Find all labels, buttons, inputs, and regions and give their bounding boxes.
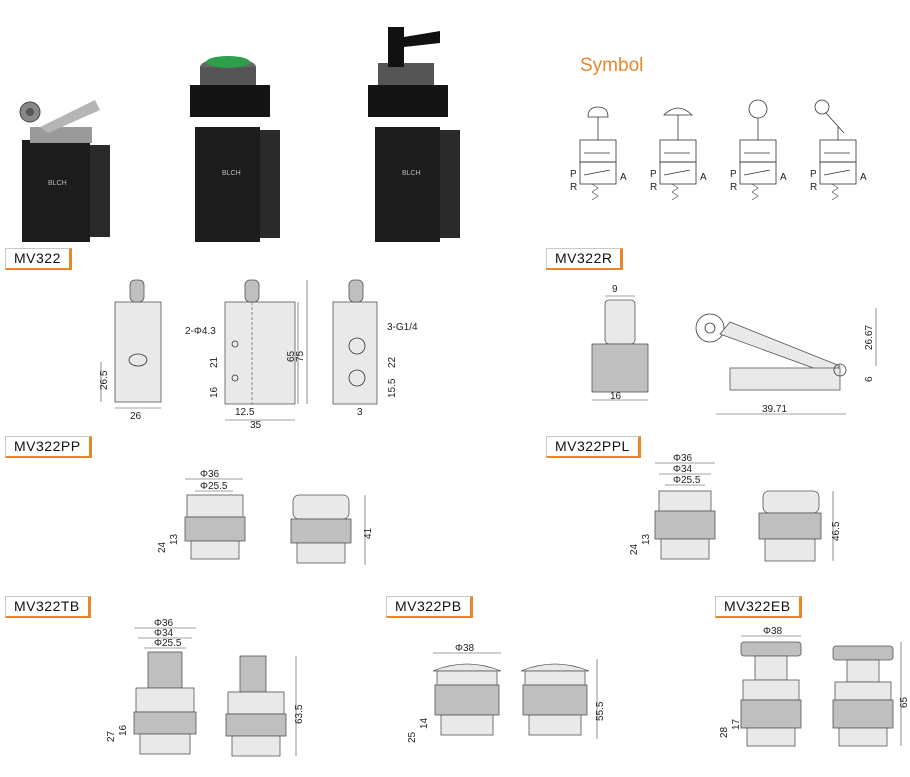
mv322tb-drawing: Φ36 Φ34 Φ25.5 27 16 63.5 [106, 618, 305, 757]
product-photos: BLCH BLCH BLCH [19, 27, 460, 242]
svg-text:R: R [570, 182, 577, 193]
svg-text:P: P [730, 169, 737, 180]
svg-text:A: A [860, 172, 867, 183]
svg-text:28: 28 [719, 726, 730, 738]
svg-text:21: 21 [209, 356, 220, 368]
svg-text:Φ25.5: Φ25.5 [673, 475, 701, 486]
svg-text:Φ34: Φ34 [154, 628, 174, 639]
svg-text:26: 26 [130, 411, 142, 422]
svg-text:BLCH: BLCH [402, 170, 421, 177]
svg-text:R: R [810, 182, 817, 193]
svg-text:16: 16 [209, 386, 220, 398]
svg-text:Φ36: Φ36 [673, 453, 693, 464]
svg-text:P: P [570, 169, 577, 180]
model-tag-mv322: MV322 [5, 248, 72, 270]
model-tag-mv322eb: MV322EB [715, 596, 802, 618]
roller-lever-valve-photo: BLCH [19, 100, 110, 242]
push-button-valve-photo: BLCH [190, 56, 280, 242]
mv322pb-drawing: Φ38 25 14 55.5 [407, 643, 606, 743]
model-tag-mv322r: MV322R [546, 248, 624, 270]
svg-text:39.71: 39.71 [762, 404, 787, 415]
symbol-title: Symbol [580, 55, 644, 76]
mv322pp-drawing: Φ36 Φ25.5 24 13 41 [157, 469, 374, 565]
svg-text:R: R [650, 182, 657, 193]
svg-text:Φ34: Φ34 [673, 464, 693, 475]
svg-text:BLCH: BLCH [48, 180, 67, 187]
svg-text:A: A [620, 172, 627, 183]
symbol-push-button: PR A [570, 106, 627, 201]
svg-text:A: A [700, 172, 707, 183]
mv322eb-drawing: Φ38 28 17 65 [719, 626, 910, 747]
svg-text:15.5: 15.5 [387, 378, 398, 398]
svg-text:46.5: 46.5 [831, 521, 842, 541]
svg-text:6: 6 [864, 376, 875, 382]
svg-text:17: 17 [731, 718, 742, 730]
svg-text:3-G1/4: 3-G1/4 [387, 322, 418, 333]
symbol-roller: PR A [730, 99, 787, 201]
svg-text:65: 65 [286, 350, 297, 362]
svg-text:9: 9 [612, 284, 618, 295]
svg-text:22: 22 [387, 356, 398, 368]
svg-text:63.5: 63.5 [294, 704, 305, 724]
svg-text:Φ36: Φ36 [200, 469, 220, 480]
selector-switch-valve-photo: BLCH [368, 27, 460, 242]
mv322ppl-drawing: Φ36 Φ34 Φ25.5 24 13 46.5 [629, 453, 842, 562]
svg-text:A: A [780, 172, 787, 183]
svg-text:2-Φ4.3: 2-Φ4.3 [185, 326, 216, 337]
pneumatic-symbols: PRA PRA PRA PRA [570, 99, 867, 201]
model-tag-mv322tb: MV322TB [5, 596, 91, 618]
svg-text:55.5: 55.5 [595, 701, 606, 721]
svg-text:Φ25.5: Φ25.5 [154, 638, 182, 649]
svg-text:24: 24 [629, 543, 640, 555]
svg-text:13: 13 [641, 533, 652, 545]
svg-text:35: 35 [250, 420, 262, 431]
symbol-mushroom-button: PR A [650, 107, 707, 201]
svg-text:Φ38: Φ38 [455, 643, 475, 654]
svg-text:13: 13 [169, 533, 180, 545]
svg-text:BLCH: BLCH [222, 170, 241, 177]
svg-text:16: 16 [610, 391, 622, 402]
svg-text:16: 16 [118, 724, 129, 736]
svg-text:P: P [650, 169, 657, 180]
svg-text:26.67: 26.67 [864, 325, 875, 350]
svg-text:14: 14 [419, 717, 430, 729]
svg-text:Φ25.5: Φ25.5 [200, 481, 228, 492]
svg-text:P: P [810, 169, 817, 180]
model-tag-mv322ppl: MV322PPL [546, 436, 641, 458]
symbol-roller-lever: PR A [810, 99, 867, 201]
svg-text:26.5: 26.5 [99, 370, 110, 390]
svg-text:Φ38: Φ38 [763, 626, 783, 637]
svg-text:75: 75 [295, 350, 306, 362]
mv322r-drawing: 9 16 26.67 6 39.71 [591, 284, 877, 415]
svg-text:65: 65 [899, 696, 910, 708]
svg-text:24: 24 [157, 541, 168, 553]
svg-text:R: R [730, 182, 737, 193]
model-tag-mv322pp: MV322PP [5, 436, 92, 458]
model-tag-mv322pb: MV322PB [386, 596, 473, 618]
svg-text:27: 27 [106, 730, 117, 742]
svg-text:3: 3 [357, 407, 363, 418]
svg-text:12.5: 12.5 [235, 407, 255, 418]
mv322-drawing: 26.5 26 2-Φ4.3 21 16 12.5 35 65 75 3-G1/… [99, 279, 418, 431]
svg-text:41: 41 [363, 527, 374, 539]
svg-text:25: 25 [407, 731, 418, 743]
svg-text:Φ36: Φ36 [154, 618, 174, 629]
